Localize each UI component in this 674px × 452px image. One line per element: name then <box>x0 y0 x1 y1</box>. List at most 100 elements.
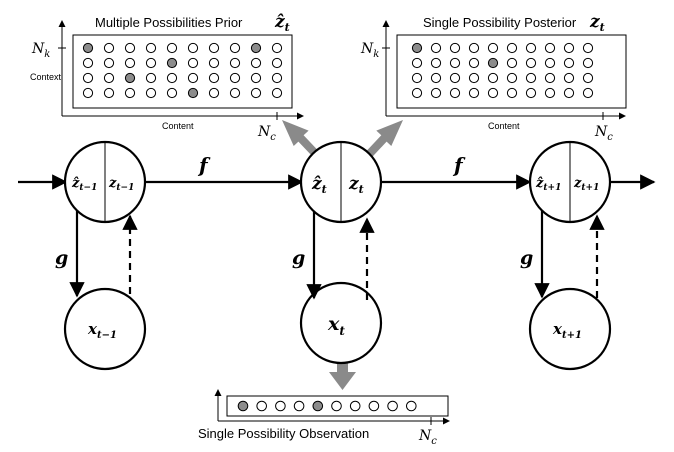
observation-dot <box>349 400 361 412</box>
posterior-content-label: Content <box>488 121 520 131</box>
posterior-dot-filled <box>411 42 423 54</box>
prior-dot-filled <box>187 87 199 99</box>
latent-node-prev: ẑt−1 zt−1 <box>63 140 147 224</box>
observation-node-prev: xt−1 <box>63 287 147 371</box>
prior-dot <box>208 57 220 69</box>
posterior-title: Single Possibility Posterior <box>423 15 577 30</box>
transition-label-1: f <box>197 153 211 177</box>
posterior-dot <box>525 42 537 54</box>
latent-prev-prior-label: ẑt−1 <box>71 176 97 193</box>
prior-dot <box>166 42 178 54</box>
observation-dot <box>256 400 268 412</box>
posterior-nc-label: Nc <box>594 124 613 143</box>
latent-node-current: ẑt zt <box>299 140 383 224</box>
observation-dot <box>406 400 417 412</box>
prior-dot <box>82 87 94 99</box>
prior-dot <box>271 72 283 84</box>
posterior-dot <box>487 72 499 84</box>
posterior-dot <box>563 42 575 54</box>
prior-x-axis-arrowhead <box>297 112 304 120</box>
prior-dot <box>229 57 241 69</box>
prior-dot <box>166 72 178 84</box>
prior-nc-label: Nc <box>257 124 276 143</box>
latent-node-next: ẑt+1 zt+1 <box>528 140 612 224</box>
prior-dot-grid <box>82 42 283 99</box>
posterior-dot <box>582 42 594 54</box>
posterior-title-symbol: zt <box>589 12 605 34</box>
observation-prev-label: xt−1 <box>87 320 117 341</box>
latent-next-posterior-label: zt+1 <box>573 176 599 193</box>
latent-prev-posterior-label: zt−1 <box>108 176 134 193</box>
posterior-dot <box>582 72 594 84</box>
posterior-dot <box>449 72 461 84</box>
posterior-panel: Single Possibility Posterior zt Nk Conte… <box>360 12 627 143</box>
prior-dot <box>208 42 220 54</box>
prior-dot-filled <box>250 42 262 54</box>
observation-dot <box>275 400 286 412</box>
posterior-nk-label: Nk <box>360 41 379 60</box>
posterior-dot <box>506 72 518 84</box>
to-observation-arrow <box>329 354 356 390</box>
observation-nc-label: Nc <box>418 428 437 447</box>
posterior-dot-filled <box>487 57 499 69</box>
posterior-dot <box>430 87 442 99</box>
generation-label-next: g <box>520 247 533 269</box>
posterior-dot <box>487 42 499 54</box>
posterior-dot <box>430 72 442 84</box>
prior-title-symbol: ẑt <box>274 12 290 34</box>
latent-current-posterior-label: zt <box>348 174 364 196</box>
latent-current-prior-label: ẑt <box>311 174 327 196</box>
prior-dot <box>82 72 94 84</box>
posterior-dot <box>449 57 461 69</box>
transition-label-2: f <box>452 153 466 177</box>
posterior-dot <box>544 87 556 99</box>
prior-dot <box>250 87 262 99</box>
prior-dot <box>229 87 241 99</box>
observation-dot <box>387 400 398 412</box>
prior-dot <box>103 72 115 84</box>
posterior-dot <box>563 87 575 99</box>
prior-dot <box>166 87 178 99</box>
posterior-dot <box>525 87 537 99</box>
observation-dot-row <box>237 400 417 412</box>
posterior-dot <box>525 72 537 84</box>
observation-panel: Single Possibility Observation Nc <box>198 389 450 447</box>
posterior-dot <box>525 57 537 69</box>
posterior-dot-grid <box>411 42 594 99</box>
posterior-dot <box>449 87 461 99</box>
prior-dot <box>229 42 241 54</box>
posterior-dot <box>563 72 575 84</box>
posterior-y-axis-arrowhead <box>382 20 390 27</box>
prior-dot <box>103 87 115 99</box>
prior-nk-label: Nk <box>31 41 50 60</box>
posterior-dot <box>468 57 480 69</box>
posterior-dot <box>449 42 461 54</box>
posterior-dot <box>411 57 423 69</box>
prior-dot <box>229 72 241 84</box>
prior-dot <box>250 72 262 84</box>
posterior-dot <box>411 87 423 99</box>
latent-next-prior-label: ẑt+1 <box>535 176 561 193</box>
posterior-dot <box>544 42 556 54</box>
prior-dot <box>187 57 199 69</box>
posterior-dot <box>506 87 518 99</box>
prior-dot-filled <box>166 57 178 69</box>
prior-dot <box>187 42 199 54</box>
posterior-dot <box>563 57 575 69</box>
prior-dot <box>145 57 157 69</box>
observation-dot-filled <box>237 400 249 412</box>
prior-panel: Multiple Possibilities Prior ẑt Nk Conte… <box>30 12 304 143</box>
observation-next-label: xt+1 <box>552 320 582 341</box>
prior-dot <box>271 87 283 99</box>
posterior-dot <box>544 72 556 84</box>
generation-label-current: g <box>292 247 305 269</box>
prior-dot <box>271 42 283 54</box>
posterior-x-axis-arrowhead <box>619 112 626 120</box>
prior-dot <box>82 57 94 69</box>
posterior-dot <box>544 57 556 69</box>
prior-dot-filled <box>82 42 94 54</box>
posterior-dot <box>468 42 480 54</box>
prior-y-axis-arrowhead <box>58 20 66 27</box>
